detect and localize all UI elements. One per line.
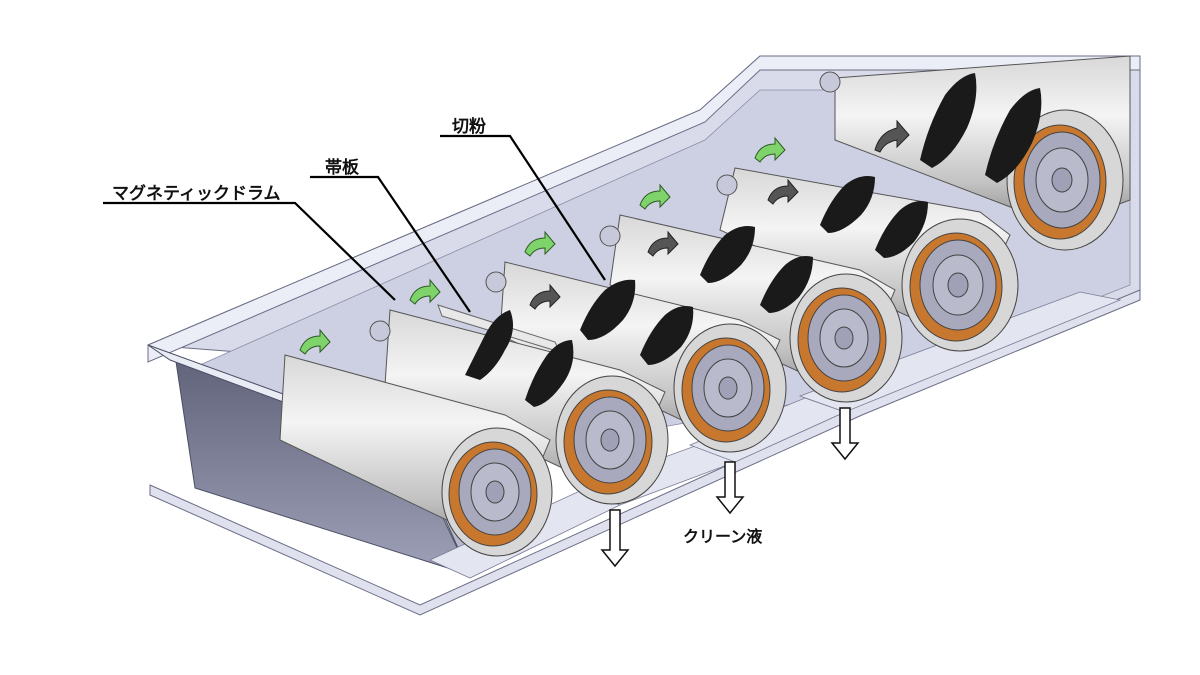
- magnetic-drum-3: [485, 261, 787, 453]
- magnetic-drum-2: [369, 304, 669, 505]
- clean-liquid-arrows: [600, 407, 860, 568]
- leader-magnetic-drum: [103, 201, 396, 301]
- trough-top-rim: [147, 55, 1141, 363]
- magnetic-drum-1: [279, 354, 553, 557]
- down-arrow-1: [600, 509, 630, 568]
- magnetic-drum-6: [819, 55, 1131, 251]
- rotation-arrows-dark: [529, 119, 910, 310]
- magnetic-drum-5: [716, 167, 1019, 352]
- label-band-plate: 帯板: [325, 158, 359, 178]
- down-arrow-3: [830, 407, 860, 461]
- magnetic-drum-4: [599, 214, 903, 403]
- label-magnetic-drum: マグネティックドラム: [112, 184, 281, 204]
- down-arrow-2: [715, 461, 745, 515]
- rotation-arrows-green: [299, 136, 786, 355]
- leader-chips: [440, 134, 606, 281]
- callout-leaders: [103, 134, 606, 313]
- label-chips: 切粉: [452, 117, 486, 137]
- chips-clusters: [465, 73, 1042, 407]
- trough-floor: [149, 289, 1141, 616]
- leader-band-plate: [310, 175, 471, 313]
- label-clean-liquid: クリーン液: [683, 527, 763, 546]
